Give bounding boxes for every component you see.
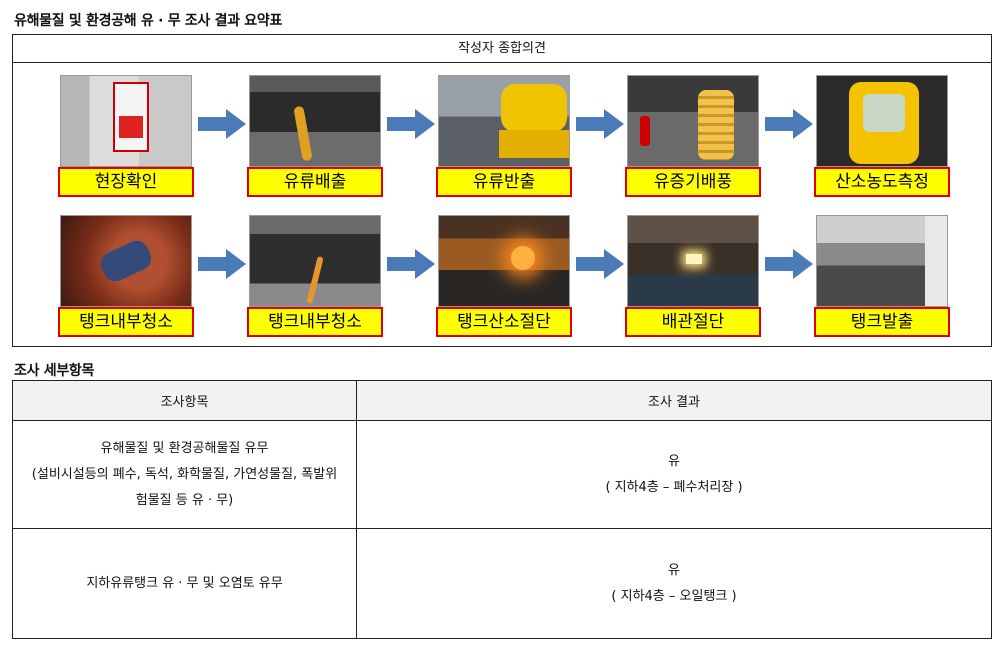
- step-label: 탱크내부청소: [58, 307, 194, 337]
- details-table: 조사항목 조사 결과 유해물질 및 환경공해물질 유무 (설비시설등의 폐수, …: [12, 380, 992, 639]
- column-header-result: 조사 결과: [356, 380, 992, 421]
- step-photo: [438, 75, 570, 167]
- step-label: 유증기배풍: [625, 167, 761, 197]
- process-step-7: 탱크내부청소: [247, 215, 383, 337]
- arrow-right-icon: [765, 109, 813, 139]
- result-main: 유: [668, 562, 680, 578]
- step-label: 유류배출: [247, 167, 383, 197]
- arrow-right-icon: [765, 249, 813, 279]
- process-step-10: 탱크발출: [814, 215, 950, 337]
- result-detail: ( 지하4층 – 오일탱크 ): [611, 588, 737, 604]
- arrow-right-icon: [576, 249, 624, 279]
- summary-box: 작성자 종합의견 현장확인 유류배출 유류반출 유증기배풍 산소농도측정 탱크내…: [12, 34, 992, 347]
- summary-box-header: 작성자 종합의견: [13, 35, 991, 63]
- result-detail: ( 지하4층 – 폐수처리장 ): [605, 479, 743, 495]
- step-photo: [438, 215, 570, 307]
- item-cell: 유해물질 및 환경공해물질 유무 (설비시설등의 폐수, 독석, 화학물질, 가…: [12, 420, 357, 529]
- result-main: 유: [668, 453, 680, 469]
- summary-heading: 유해물질 및 환경공해 유 · 무 조사 결과 요약표: [14, 13, 283, 29]
- step-label: 탱크내부청소: [247, 307, 383, 337]
- step-label: 탱크산소절단: [436, 307, 572, 337]
- step-label: 현장확인: [58, 167, 194, 197]
- process-step-4: 유증기배풍: [625, 75, 761, 197]
- arrow-right-icon: [576, 109, 624, 139]
- step-photo: [60, 75, 192, 167]
- step-photo: [249, 215, 381, 307]
- process-step-5: 산소농도측정: [814, 75, 950, 197]
- process-step-8: 탱크산소절단: [436, 215, 572, 337]
- result-cell: 유 ( 지하4층 – 폐수처리장 ): [356, 420, 992, 529]
- details-heading: 조사 세부항목: [14, 363, 95, 379]
- process-step-2: 유류배출: [247, 75, 383, 197]
- step-photo: [60, 215, 192, 307]
- item-cell: 지하유류탱크 유 · 무 및 오염토 유무: [12, 528, 357, 639]
- column-header-item: 조사항목: [12, 380, 357, 421]
- arrow-right-icon: [198, 249, 246, 279]
- process-step-6: 탱크내부청소: [58, 215, 194, 337]
- arrow-right-icon: [387, 109, 435, 139]
- process-step-9: 배관절단: [625, 215, 761, 337]
- step-photo: [627, 215, 759, 307]
- arrow-right-icon: [387, 249, 435, 279]
- step-photo: [816, 215, 948, 307]
- step-photo: [627, 75, 759, 167]
- step-label: 유류반출: [436, 167, 572, 197]
- process-step-3: 유류반출: [436, 75, 572, 197]
- step-label: 산소농도측정: [814, 167, 950, 197]
- result-cell: 유 ( 지하4층 – 오일탱크 ): [356, 528, 992, 639]
- step-label: 배관절단: [625, 307, 761, 337]
- table-row: 지하유류탱크 유 · 무 및 오염토 유무 유 ( 지하4층 – 오일탱크 ): [12, 528, 992, 639]
- step-photo: [249, 75, 381, 167]
- arrow-right-icon: [198, 109, 246, 139]
- table-row: 유해물질 및 환경공해물질 유무 (설비시설등의 폐수, 독석, 화학물질, 가…: [12, 420, 992, 529]
- step-photo: [816, 75, 948, 167]
- step-label: 탱크발출: [814, 307, 950, 337]
- process-step-1: 현장확인: [58, 75, 194, 197]
